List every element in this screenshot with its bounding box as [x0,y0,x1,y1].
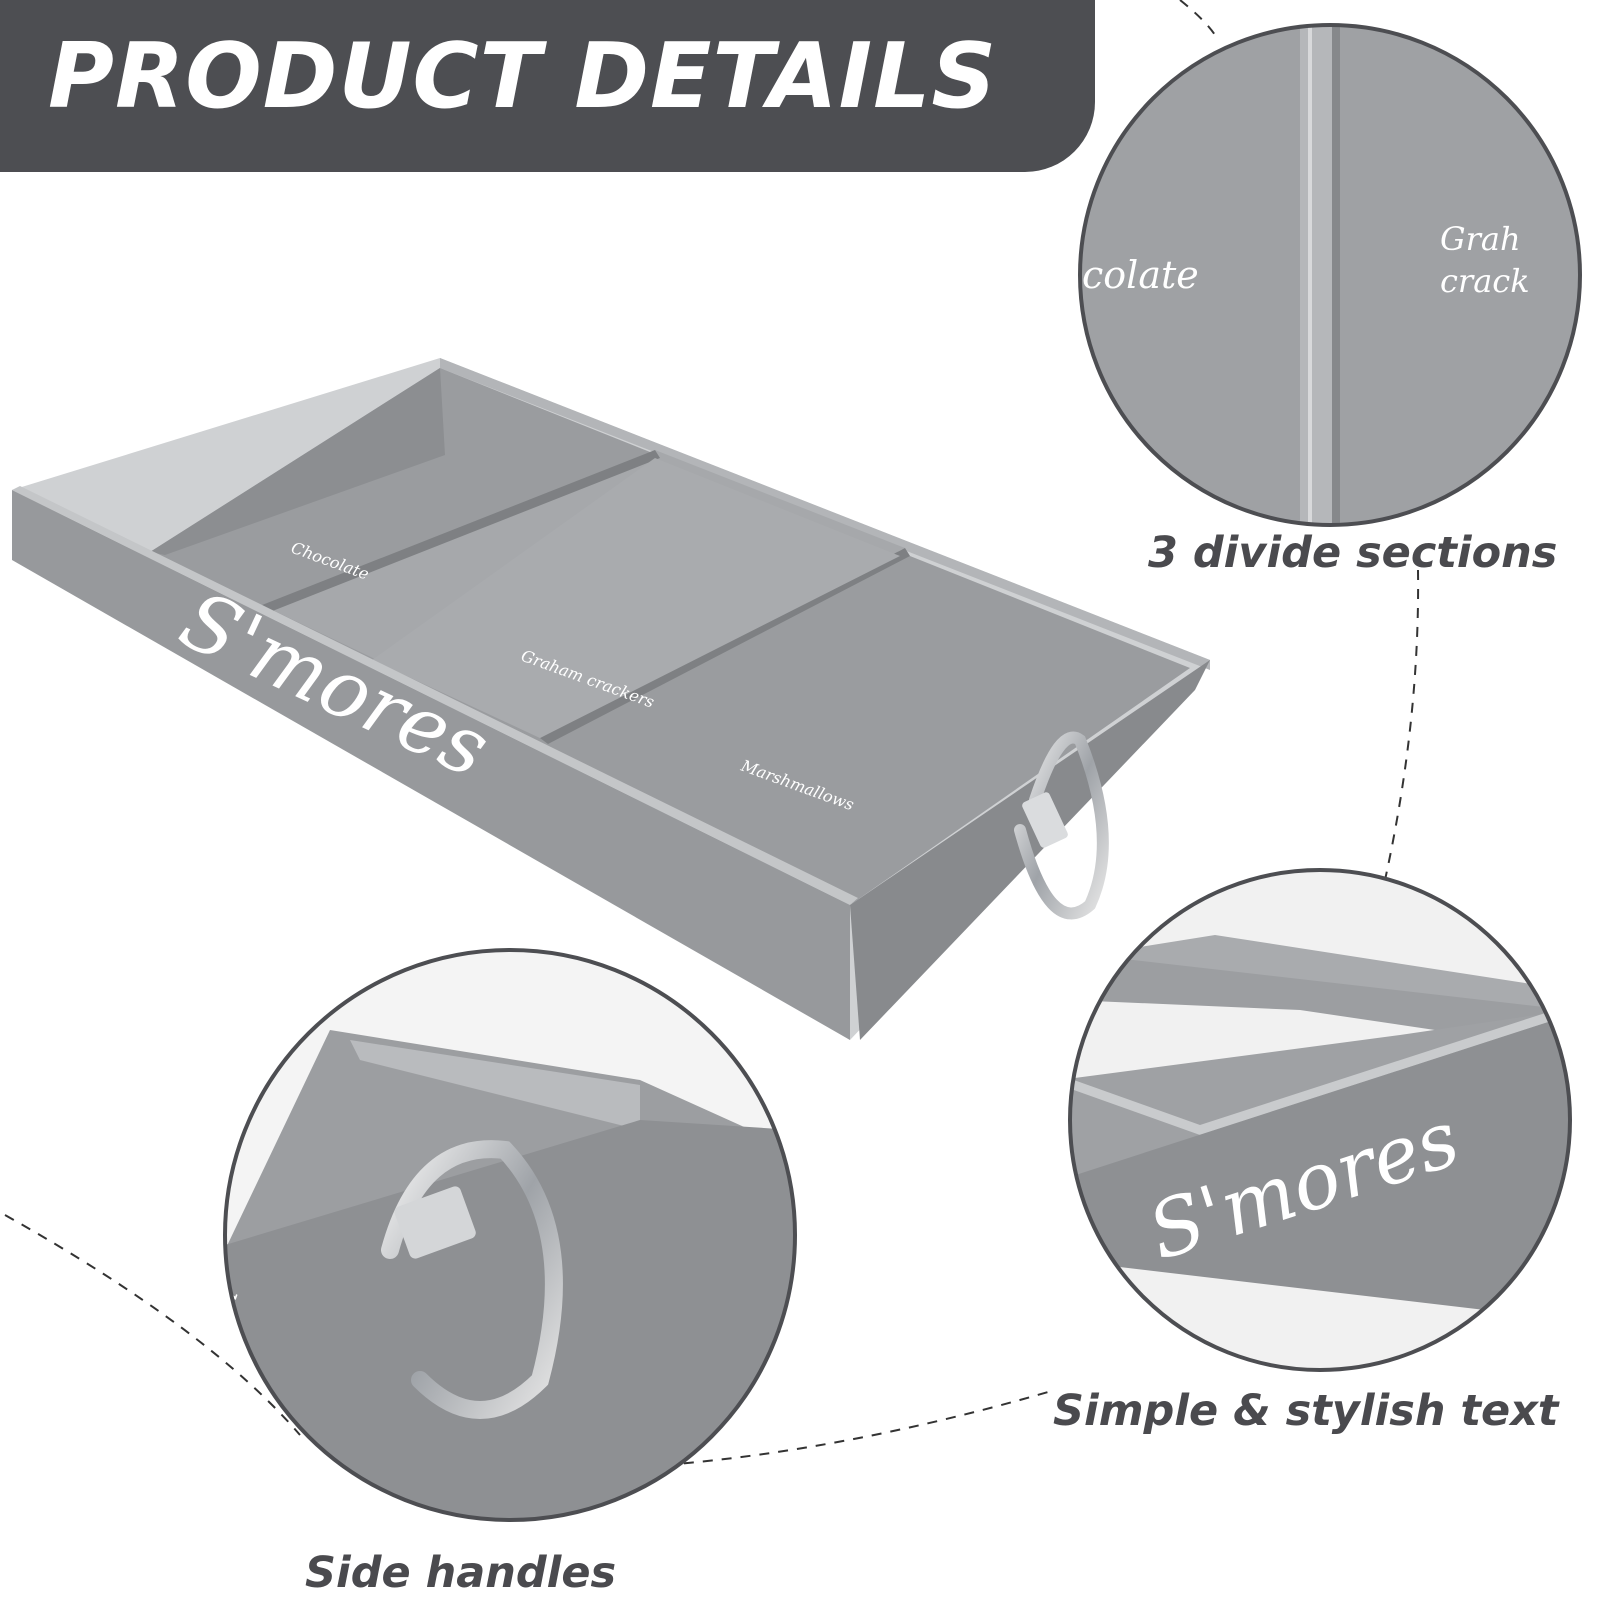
zoom-circle-text: S'mores [1068,868,1572,1372]
feature-caption-sections: 3 divide sections [1148,528,1558,578]
zoom-label-right-1: Grah [1440,220,1521,258]
feature-caption-text: Simple & stylish text [1053,1386,1559,1436]
zoom-circle-handle: ll [223,948,797,1522]
zoom-circle-divider: colate Grah crack [1078,23,1582,527]
zoom-label-left: colate [1082,253,1199,297]
zoom-label-right-2: crack [1440,262,1530,300]
banner-title: PRODUCT DETAILS [48,24,998,129]
dashed-connectors [4,0,1420,1466]
feature-caption-handles: Side handles [305,1548,617,1598]
tray-image: S'mores Chocolate Graham crackers Marshm… [12,358,1210,1040]
title-banner: PRODUCT DETAILS [0,0,1095,172]
